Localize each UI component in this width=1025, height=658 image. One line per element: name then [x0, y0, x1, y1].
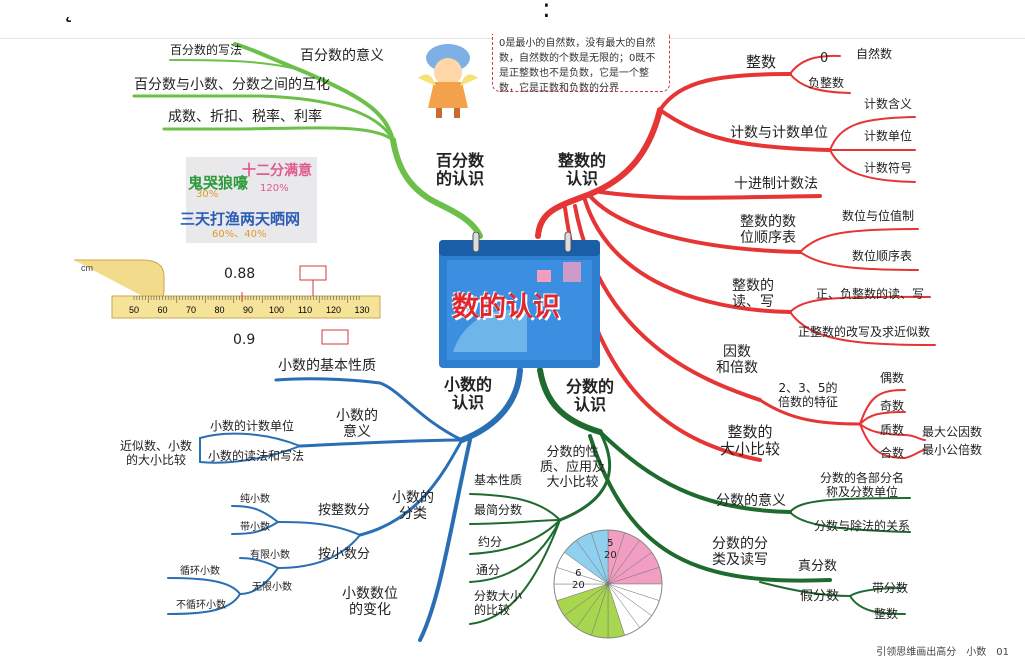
fairy-illustration	[418, 44, 478, 118]
ruler-tick-label: 110	[298, 305, 312, 315]
pos-neg-read: 正、负整数的读、写	[816, 287, 925, 301]
integer-read-write: 整数的 读、写	[732, 278, 774, 311]
decimal-point-move: 小数数位 的变化	[342, 586, 398, 619]
integer-label: 整数	[746, 53, 777, 71]
fraction-props: 分数的性 质、应用及 大小比较	[540, 445, 606, 490]
multiple-feature: 2、3、5的 倍数的特征	[778, 381, 839, 409]
order-table: 数位顺序表	[852, 249, 913, 263]
decimal-nonrepeat: 不循环小数	[176, 600, 226, 611]
fraction-classify: 分数的分 类及读写	[712, 536, 768, 569]
fraction-relation: 分数与除法的关系	[814, 519, 911, 533]
even: 偶数	[880, 371, 905, 385]
ruler-label-088: 0.88	[224, 266, 256, 282]
factor-multiple: 因数 和倍数	[716, 344, 758, 377]
decimal-approx: 近似数、小数 的大小比较	[120, 439, 193, 467]
pie-label-top: 5 20	[604, 538, 617, 561]
sticker-line2: 三天打渔两天晒网	[180, 210, 301, 228]
integer-branch-title: 整数的 认识	[558, 151, 607, 189]
header-fragment-mid: :	[542, 0, 551, 24]
integer-natural: 自然数	[856, 47, 893, 61]
sticker-line1a-pct: 30%	[196, 189, 219, 200]
percent-apply: 成数、折扣、税率、利率	[168, 109, 322, 125]
rewrite-approx: 正整数的改写及求近似数	[798, 325, 931, 339]
fraction-pie	[553, 529, 663, 639]
decimal-method: 十进制计数法	[734, 176, 818, 192]
percent-branch-lines	[132, 42, 483, 239]
percent-convert: 百分数与小数、分数之间的互化	[134, 77, 330, 93]
counting-meaning: 计数含义	[864, 97, 913, 111]
ruler-tick-label: 60	[157, 305, 167, 315]
counting-symbol: 计数符号	[864, 161, 913, 175]
fraction-improper: 假分数	[800, 589, 840, 604]
sticker-line2-pct: 60%、40%	[212, 229, 267, 240]
decimal-branch-title: 小数的 认识	[444, 375, 493, 413]
ruler-unit: cm	[81, 263, 93, 273]
gcd: 最大公因数	[922, 425, 983, 439]
odd: 奇数	[880, 399, 905, 413]
header-fragment-left: ˛	[62, 0, 75, 24]
decimal-pure: 纯小数	[240, 494, 270, 505]
pie-label-left: 6 20	[572, 568, 585, 591]
idiom-sticker: 鬼哭狼嚎 30% 十二分满意 120% 三天打渔两天晒网 60%、40%	[180, 157, 317, 243]
percent-meaning: 百分数的意义	[300, 48, 384, 64]
fraction-meaning: 分数的意义	[716, 493, 786, 509]
prime: 质数	[880, 423, 905, 437]
decimal-unit: 小数的计数单位	[210, 419, 295, 433]
fraction-branch-lines	[469, 367, 911, 625]
fraction-reduce: 约分	[478, 535, 503, 549]
decimal-classify: 小数的 分类	[392, 490, 434, 523]
fraction-branch-title: 分数的 认识	[566, 377, 615, 415]
center-title: 数的认识	[452, 292, 560, 323]
decimal-repeat: 循环小数	[180, 566, 220, 577]
decimal-by-int: 按整数分	[318, 503, 371, 518]
fraction-whole: 整数	[874, 607, 899, 621]
decimal-basic: 小数的基本性质	[278, 358, 376, 374]
ruler-ticks: 50 60 70 80 90 100 110 120 130	[129, 296, 370, 315]
integer-order: 整数的数 位顺序表	[740, 214, 796, 247]
decimal-finite: 有限小数	[250, 550, 290, 561]
decimal-meaning: 小数的 意义	[336, 408, 378, 441]
composite: 合数	[880, 446, 905, 460]
counting-unit: 计数与计数单位	[730, 125, 828, 141]
decimal-by-dec: 按小数分	[318, 547, 371, 562]
fraction-mixed: 带分数	[872, 581, 909, 595]
sticker-line1b-pct: 120%	[260, 183, 289, 194]
page-footer: 引领思维画出高分 小数 01	[876, 647, 1009, 658]
fraction-common: 通分	[476, 563, 501, 577]
ruler-tick-label: 130	[354, 305, 369, 315]
fraction-basic: 基本性质	[474, 473, 523, 487]
fraction-proper: 真分数	[798, 559, 838, 574]
sticker-line1b: 十二分满意	[242, 163, 312, 179]
decimal-read-write: 小数的读法和写法	[208, 449, 305, 463]
ruler-label-09: 0.9	[233, 332, 256, 348]
integer-zero: 0	[820, 51, 829, 66]
integer-compare: 整数的 大小比较	[720, 423, 781, 459]
fraction-compare: 分数大小 的比较	[474, 589, 523, 617]
ruler-tick-label: 70	[186, 305, 196, 315]
decimal-mixed: 带小数	[240, 522, 270, 533]
tape-measure: cm 50 60 70 80 90 100 110 120 130	[74, 259, 381, 345]
ruler-tick-label: 120	[326, 305, 341, 315]
sticker-line1a: 鬼哭狼嚎	[188, 174, 249, 192]
place-value: 数位与位值制	[842, 209, 915, 223]
decimal-branch-lines	[167, 367, 523, 642]
pie-slices	[553, 529, 663, 639]
ruler-tick-label: 90	[243, 305, 253, 315]
integer-negative: 负整数	[808, 76, 845, 90]
lcm: 最小公倍数	[922, 443, 983, 457]
ruler-tick-label: 80	[214, 305, 224, 315]
center-calendar	[439, 232, 600, 368]
counting-unit-leaf: 计数单位	[864, 129, 913, 143]
percent-branch-title: 百分数 的认识	[436, 151, 485, 189]
zero-note-callout: 0是最小的自然数，没有最大的自然数，自然数的个数是无限的；0既不是正整数也不是负…	[492, 34, 670, 94]
percent-writing: 百分数的写法	[170, 43, 243, 57]
ruler-tick-label: 100	[269, 305, 284, 315]
fraction-parts: 分数的各部分名 称及分数单位	[820, 471, 905, 499]
fraction-simplest: 最简分数	[474, 503, 523, 517]
ruler-tick-label: 50	[129, 305, 139, 315]
decimal-infinite: 无限小数	[252, 582, 292, 593]
